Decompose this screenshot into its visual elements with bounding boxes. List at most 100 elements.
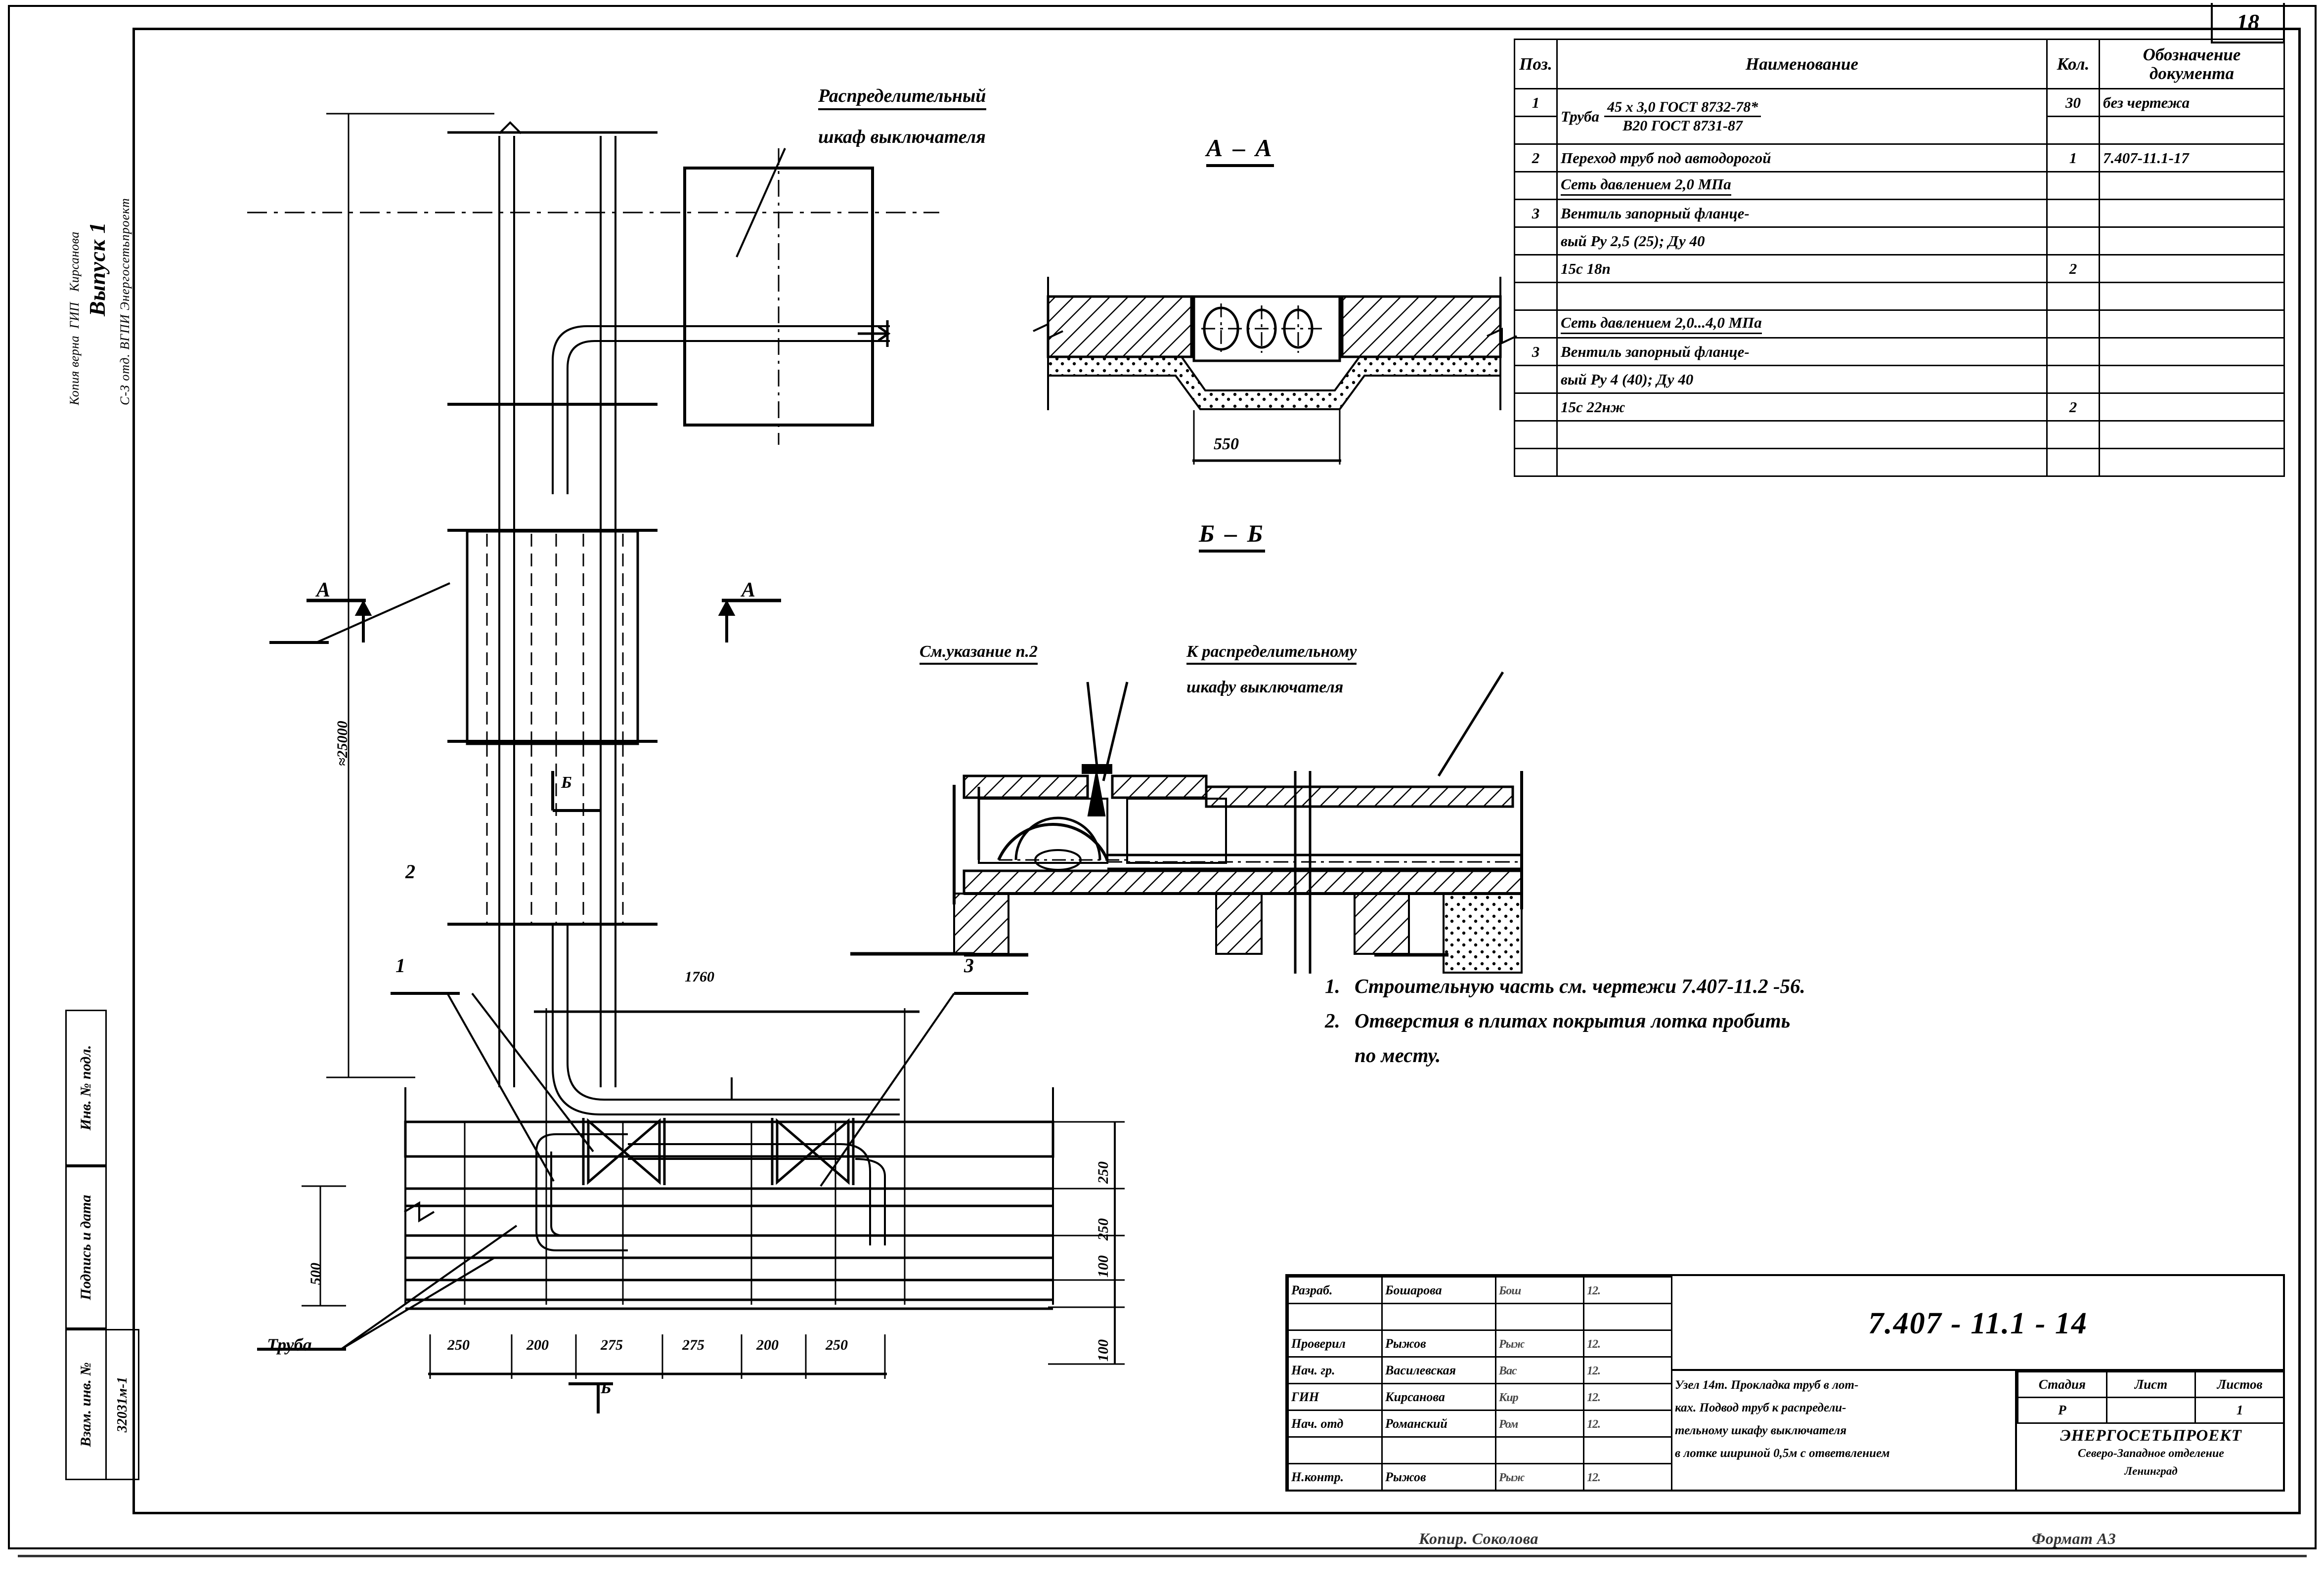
cabinet-label-line1: Распределительный <box>818 85 986 110</box>
title-block-description: Узел 14т. Прокладка труб в лот-ках. Подв… <box>1671 1371 2017 1490</box>
spec-cell-pos <box>1514 226 1558 256</box>
spec-table-row: Сеть давлением 2,0...4,0 МПа <box>1514 309 2285 339</box>
section-bb-view <box>850 671 1523 974</box>
spec-cell-qty <box>2046 309 2100 339</box>
stage-value-sheet <box>2105 1397 2196 1424</box>
org-city: Ленинград <box>2124 1465 2178 1477</box>
spec-cell-name: Сеть давлением 2,0 МПа <box>1556 171 2048 200</box>
spec-cell-pos: 3 <box>1514 199 1558 228</box>
note-text: Отверстия в плитах покрытия лотка пробит… <box>1355 1009 1791 1032</box>
person-signature <box>1495 1303 1584 1331</box>
person-signature: Ром <box>1495 1410 1584 1438</box>
spec-header-row: Поз. Наименование Кол. Обозначение докум… <box>1514 39 2285 89</box>
person-signature: Вас <box>1495 1356 1584 1384</box>
dim-aa-width: 550 <box>1214 435 1239 453</box>
spec-cell-name <box>1556 420 2048 449</box>
person-role: Проверил <box>1287 1329 1383 1358</box>
person-date <box>1583 1303 1672 1331</box>
title-block-person-row <box>1287 1436 1672 1464</box>
dim-bottom-segment: 250 <box>826 1337 848 1353</box>
spec-header-name: Наименование <box>1556 39 2048 89</box>
spec-cell-doc <box>2099 392 2285 422</box>
org-name: ЭНЕРГОСЕТЬПРОЕКТ <box>2060 1427 2242 1445</box>
person-role: Н.контр. <box>1287 1463 1383 1491</box>
person-date: 12. <box>1583 1276 1672 1304</box>
spec-cell-qty <box>2046 199 2100 228</box>
spec-cell-pos <box>1514 116 1558 145</box>
section-aa-view <box>1033 277 1517 465</box>
spec-cell-doc: 7.407-11.1-17 <box>2099 143 2285 172</box>
dim-bottom-segment: 200 <box>756 1337 779 1353</box>
spec-cell-doc: без чертежа <box>2099 88 2285 117</box>
spec-cell-pos: 3 <box>1514 337 1558 366</box>
spec-cell-doc <box>2099 199 2285 228</box>
spec-cell-qty: 2 <box>2046 392 2100 422</box>
margin-box-vzam-inv: Взам. инв. № <box>65 1329 107 1480</box>
org-branch: Северо-Западное отделение <box>2078 1447 2224 1460</box>
stage-header-sheets: Листов <box>2194 1371 2285 1398</box>
spec-cell-pos: 2 <box>1514 143 1558 172</box>
spec-cell-name <box>1556 282 2048 311</box>
spec-table-row: вый Ру 2,5 (25); Ду 40 <box>1514 226 2285 256</box>
dim-right-segment: 100 <box>1095 1339 1111 1362</box>
spec-cell-pos <box>1514 420 1558 449</box>
spec-table-row: вый Ру 4 (40); Ду 40 <box>1514 365 2285 394</box>
footer-format: Формат А3 <box>2032 1530 2116 1547</box>
spec-cell-name: 15с 18п <box>1556 254 2048 283</box>
footer-rule <box>18 1555 2307 1557</box>
footer-copier: Копир. Соколова <box>1419 1530 1538 1547</box>
person-name: Василевская <box>1381 1356 1496 1384</box>
spec-cell-doc <box>2099 282 2285 311</box>
dim-right-segment: 250 <box>1095 1218 1111 1240</box>
spec-cell-name: Переход труб под автодорогой <box>1556 143 2048 172</box>
note-reference-label: См.указание п.2 <box>920 642 1038 665</box>
spec-cell-qty <box>2046 365 2100 394</box>
person-name: Романский <box>1381 1410 1496 1438</box>
pipe-label: Труба <box>267 1335 312 1355</box>
general-notes: 1.Строительную часть см. чертежи 7.407-1… <box>1325 969 2195 1072</box>
stage-header-stage: Стадия <box>2017 1371 2107 1398</box>
person-role <box>1287 1303 1383 1331</box>
person-signature: Кир <box>1495 1383 1584 1411</box>
dim-bottom-segment: 250 <box>447 1337 470 1353</box>
spec-cell-pos <box>1514 282 1558 311</box>
spec-cell-pos <box>1514 392 1558 422</box>
spec-cell-name: Вентиль запорный фланце- <box>1556 337 2048 366</box>
spec-cell-qty: 30 <box>2046 88 2100 117</box>
spec-cell-doc <box>2099 337 2285 366</box>
note-text: Строительную часть см. чертежи 7.407-11.… <box>1355 975 1805 997</box>
dim-bottom-segment: 275 <box>682 1337 704 1353</box>
title-description-line: в лотке шириной 0,5м с ответвлением <box>1675 1447 1890 1460</box>
person-role: Разраб. <box>1287 1276 1383 1304</box>
callout-item-3: 3 <box>964 954 974 977</box>
general-note: 2. Отверстия в плитах покрытия лотка проб… <box>1325 1003 2195 1038</box>
person-signature: Бош <box>1495 1276 1584 1304</box>
section-mark-b-bottom: Б <box>601 1379 612 1397</box>
spec-cell-pos: 1 <box>1514 88 1558 117</box>
title-block-stage: Стадия Лист Листов Р 1 <box>2017 1371 2285 1490</box>
spec-cell-doc <box>2099 365 2285 394</box>
margin-stamp-stack: Инв. № подл. Подпись и дата Взам. инв. № <box>65 1010 107 1480</box>
person-name: Рыжов <box>1381 1329 1496 1358</box>
note-number <box>1325 1038 1346 1072</box>
note-number: 2. <box>1325 1009 1340 1032</box>
spec-header-qty: Кол. <box>2046 39 2100 89</box>
person-name: Рыжов <box>1381 1463 1496 1491</box>
spec-cell-name: вый Ру 4 (40); Ду 40 <box>1556 365 2048 394</box>
general-note: 1.Строительную часть см. чертежи 7.407-1… <box>1325 969 2195 1003</box>
spec-table-row <box>1514 420 2285 449</box>
note-text: по месту. <box>1355 1044 1441 1067</box>
spec-cell-name: вый Ру 2,5 (25); Ду 40 <box>1556 226 2048 256</box>
spec-cell-pos <box>1514 254 1558 283</box>
spec-cell-doc <box>2099 420 2285 449</box>
